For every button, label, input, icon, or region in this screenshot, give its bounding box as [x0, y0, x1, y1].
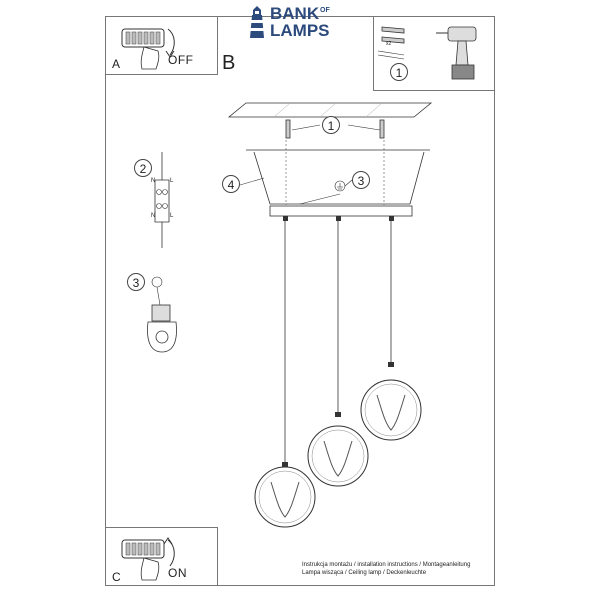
callout-screws: 1 — [322, 116, 340, 134]
panel-c-letter: C — [112, 570, 121, 584]
ground-terminal — [147, 276, 177, 353]
screws-and-drill-icon — [377, 26, 477, 80]
logo-lamps-text: LAMPS — [270, 21, 330, 40]
panel-a-letter: A — [112, 57, 121, 71]
logo-of-text: OF — [320, 7, 330, 14]
terminal-l-bottom: L — [170, 213, 174, 219]
callout-ground-terminal: 3 — [127, 273, 145, 291]
panel-a-off-label: OFF — [168, 53, 194, 67]
ceiling-plate — [227, 102, 433, 118]
terminal-n-bottom: N — [151, 213, 156, 219]
panel-c-on-label: ON — [168, 566, 187, 580]
callout-ground: 3 — [352, 171, 370, 189]
instruction-frame — [105, 16, 495, 586]
globe-left — [254, 462, 316, 528]
switch-on-hand-icon — [121, 537, 175, 581]
lighthouse-icon — [250, 6, 264, 38]
logo-bank-text: BANK — [270, 4, 320, 23]
panel-c-switch-on: C ON — [105, 527, 218, 586]
screws-quantity: x2 — [386, 41, 392, 47]
callout-wires: 2 — [134, 159, 152, 177]
tools-panel: x2 1 — [373, 16, 495, 91]
tools-step-number: 1 — [390, 63, 408, 81]
terminal-n-top: N — [151, 178, 156, 184]
footer-caption: Instrukcja montażu / installation instru… — [302, 561, 470, 577]
globe-right — [360, 362, 422, 441]
ground-symbol — [299, 179, 353, 205]
canopy-bracket — [246, 140, 430, 205]
switch-off-hand-icon — [121, 28, 175, 70]
brand-logo: BANK OF LAMPS — [246, 2, 356, 42]
panel-a-switch-off: A OFF — [105, 16, 218, 75]
globe-middle — [307, 412, 369, 487]
wire-connector — [154, 152, 170, 248]
panel-b-letter: B — [222, 52, 236, 74]
terminal-l-top: L — [170, 178, 174, 184]
footer-line-1: Instrukcja montażu / installation instru… — [302, 562, 471, 568]
callout-canopy: 4 — [222, 175, 240, 193]
ceiling-rail — [269, 205, 413, 217]
footer-line-2: Lampa wisząca / Ceiling lamp / Deckenleu… — [302, 570, 427, 576]
